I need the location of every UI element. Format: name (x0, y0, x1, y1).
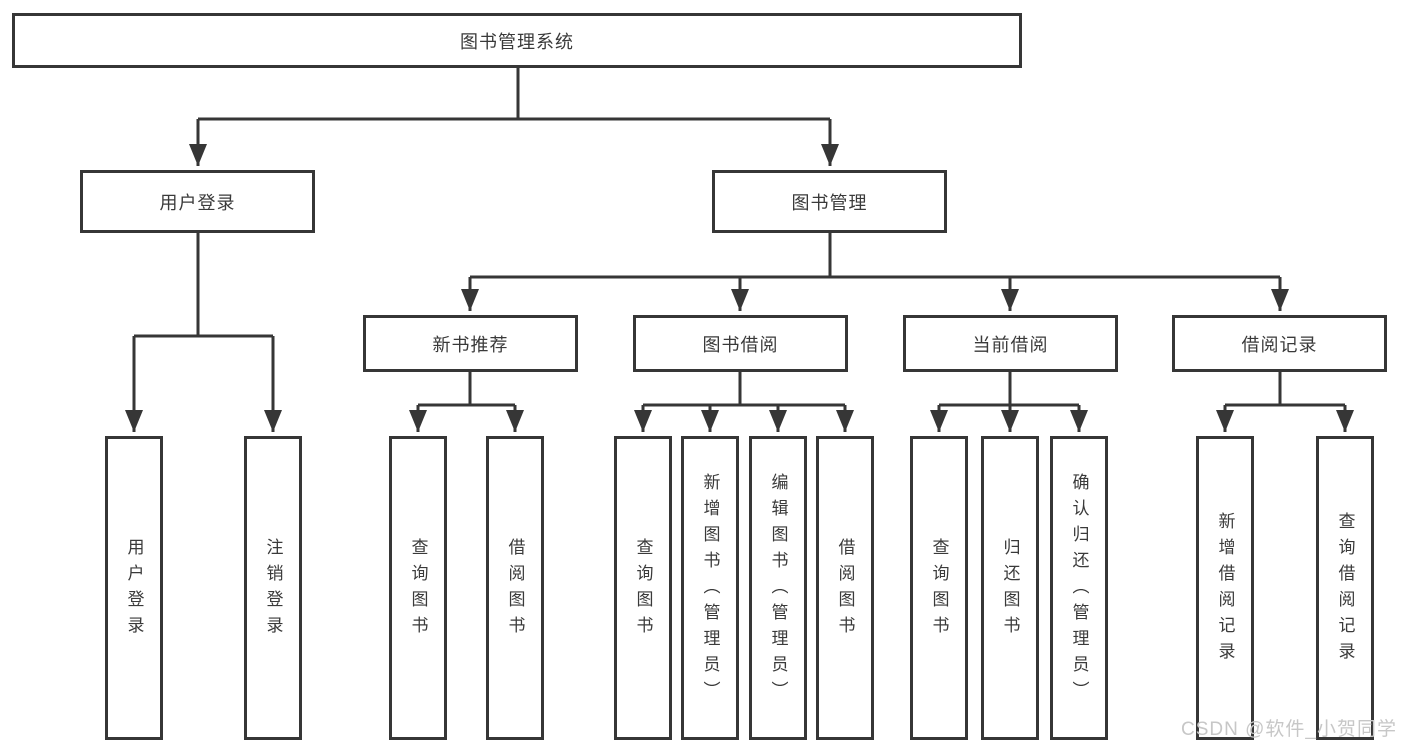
node-borrow-records: 借阅记录 (1172, 315, 1387, 372)
leaf-borrow-books-borrow: 借阅图书 (816, 436, 874, 740)
leaf-confirm-return-admin: 确认归还（管理员） (1050, 436, 1108, 740)
leaf-query-books-current: 查询图书 (910, 436, 968, 740)
node-library-system-root: 图书管理系统 (12, 13, 1022, 68)
leaf-query-books-recommend: 查询图书 (389, 436, 447, 740)
csdn-watermark: CSDN @软件_小贺同学 (1181, 719, 1397, 740)
node-user-login: 用户登录 (80, 170, 315, 233)
leaf-query-borrow-record: 查询借阅记录 (1316, 436, 1374, 740)
node-current-borrow: 当前借阅 (903, 315, 1118, 372)
leaf-logout: 注销登录 (244, 436, 302, 740)
leaf-user-login: 用户登录 (105, 436, 163, 740)
leaf-add-borrow-record: 新增借阅记录 (1196, 436, 1254, 740)
leaf-return-book: 归还图书 (981, 436, 1039, 740)
leaf-add-book-admin: 新增图书（管理员） (681, 436, 739, 740)
node-new-book-recommend: 新书推荐 (363, 315, 578, 372)
leaf-query-books-borrow: 查询图书 (614, 436, 672, 740)
leaf-edit-book-admin: 编辑图书（管理员） (749, 436, 807, 740)
node-book-management: 图书管理 (712, 170, 947, 233)
node-book-borrow: 图书借阅 (633, 315, 848, 372)
leaf-borrow-books-recommend: 借阅图书 (486, 436, 544, 740)
